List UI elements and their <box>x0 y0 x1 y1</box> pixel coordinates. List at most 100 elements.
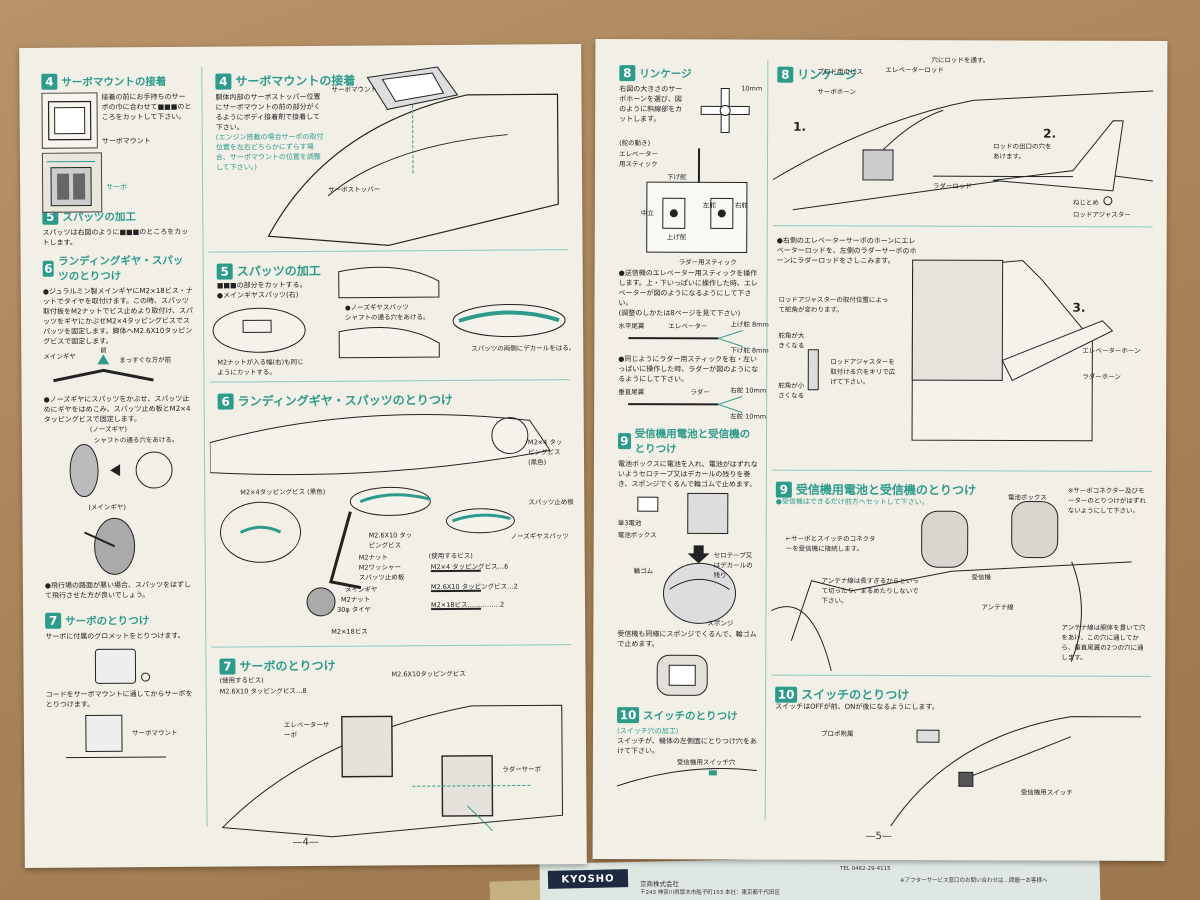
label-servo-horn: サーボホーン <box>817 87 856 96</box>
label-step-1: 1. <box>793 119 807 134</box>
label-tape: セロテープ又はデカールの残り <box>713 551 753 580</box>
label-down: 下げ舵 <box>666 173 687 182</box>
label-rod-hole: 穴にロッドを通す。 <box>931 56 990 65</box>
label-screw: プロド用のビス <box>817 67 863 76</box>
label-servo-stopper: サーボストッパー <box>328 185 381 194</box>
step-title: スイッチのとりつけ <box>643 709 738 723</box>
step-text: スパッツは右図のように■■■のところをカットします。 <box>42 227 189 247</box>
label-servo-mount: サーボマウント <box>331 85 377 94</box>
label-right: 右舵 <box>734 201 748 210</box>
footer-tel: TEL 0462-29-4115 <box>840 866 891 872</box>
label-decal: スパッツの両側にデカールをはる。 <box>471 344 576 353</box>
step-title: ランディングギヤ・スパッツのとりつけ <box>58 254 184 283</box>
label-rod-exit: ロッドの出口の穴をあけます。 <box>993 142 1052 161</box>
label-bigger-throw: 舵角が大きくなる <box>778 331 805 350</box>
screw-list-title: (使用するビス) <box>428 551 473 561</box>
label-left: 左舵 <box>702 201 716 210</box>
kyosho-logo: KYOSHO <box>547 869 629 889</box>
screw-list-1: M2×4 タッピングビス…6 <box>430 562 509 572</box>
label-m2x4-a: M2×4 タッピングビス (黒色) <box>527 438 563 467</box>
page-number: —4— <box>292 836 319 849</box>
label-m26x10: M2.6X10 タッピングビス <box>368 531 413 550</box>
column-divider <box>201 66 208 827</box>
main-gear-wheel-figure: (メインギヤ) <box>44 502 195 581</box>
servo-horn-figure: 右図の大きさのサーボホーンを選び、図のように斜線部をカットします。 10mm <box>619 84 762 138</box>
step-title: サーボマウントの接着 <box>61 75 167 89</box>
receiver-sponge-figure <box>617 649 757 701</box>
label-vertical-stab: 垂直尾翼 <box>618 388 645 397</box>
label-antenna-line: アンテナ線 <box>981 603 1014 612</box>
label-nose-spats: ●ノーズギヤスパッツ <box>344 303 409 312</box>
label-elevator: エレベーター <box>668 322 708 331</box>
label-rudder-stick: ラダー用スティック <box>678 258 737 267</box>
step-text: ●右側のエレベーターサーボのホーンにエレベーターロッドを、左側のラダーサーボのホ… <box>776 236 917 266</box>
step-text: コードをサーボマウントに通してからサーボをとりつけます。 <box>45 689 193 709</box>
transmitter-figure: (舵の動き) エレベーター用スティック 下げ舵 上げ舵 中立 左舵 右舵 ラダー… <box>619 138 759 268</box>
label-nose-gear: (ノーズギヤ) <box>89 425 128 434</box>
label-spats-stopper: スパッツ止め板 <box>528 498 574 507</box>
label-m26x10: M2.6X10タッピングビス <box>391 669 466 679</box>
label-main-gear: メインギヤ <box>43 352 76 361</box>
label-left-mm: 左舵 10mm <box>730 412 767 421</box>
step-number: 6 <box>42 260 55 277</box>
label-step-3: 3. <box>1072 300 1086 315</box>
receiver-install-figure <box>771 501 1132 671</box>
label-down-mm: 下げ舵 8mm <box>730 346 769 355</box>
step-subtitle: (スイッチ穴の加工) <box>617 727 679 736</box>
label-switch-hole: 受信機用スイッチ穴 <box>676 758 736 767</box>
label-smaller-throw: 舵角が小さくなる <box>778 381 805 400</box>
label-connector-note: ※サーボコネクター及びモーターのとりつけがはずれないようにして下さい。 <box>1067 486 1146 515</box>
label-up: 上げ舵 <box>666 233 687 242</box>
footer-address: 〒243 神奈川県厚木市船子町153 本社：東京都千代田区 <box>640 890 780 896</box>
label-center: 中立 <box>640 209 654 218</box>
step-text: (調整のしかたは8ページを見て下さい) <box>618 309 741 318</box>
fuselage-figure <box>267 66 559 247</box>
label-sponge: スポンジ <box>707 619 734 628</box>
label-antenna-warning: アンテナ線は長すぎるからといって切ったり、まるめたりしないで下さい。 <box>821 576 919 605</box>
label-battery: 単3電池 <box>617 519 642 528</box>
step-text: 右図の大きさのサーボホーンを選び、図のように斜線部をカットします。 <box>619 85 683 124</box>
label-rubber-band: 輪ゴム <box>633 567 654 576</box>
battery-pack-figure: 単3電池 電池ボックス 輪ゴム セロテープ又はデカールの残り スポンジ <box>617 489 757 629</box>
label-straight-front: まっすぐな方が前 <box>119 355 172 365</box>
label-receiver-switch: 受信機用スイッチ <box>1020 788 1073 797</box>
servo-install-figure <box>221 704 564 838</box>
step-text: ●送信機のエレベーター用スティックを操作します。上・下いっぱいに操作した時、エレ… <box>618 269 758 308</box>
label-shaft-hole: シャフトの通る穴をあける。 <box>93 435 179 445</box>
label-tire: 30φ タイヤ <box>337 605 372 614</box>
label-shaft-hole: シャフトの通る穴をあける。 <box>345 313 430 322</box>
label-servo-mount: サーボマウント <box>131 728 178 738</box>
label-connect-servo: ←サーボとスイッチのコネクターを受信機に接続します。 <box>785 534 876 553</box>
label-rudder: ラダー <box>690 388 710 397</box>
step-title: サーボのとりつけ <box>65 614 150 628</box>
label-elevator-horn: エレベーターホーン <box>1082 346 1141 355</box>
label-m2-nut-2: M2ナット <box>340 595 371 604</box>
label-m2x18: M2×18ビス <box>331 627 368 636</box>
label-nut-fix: ねじとめ <box>1072 198 1099 207</box>
rudder-deflection-figure: 垂直尾翼 ラダー 右舵 10mm 左舵 10mm <box>618 384 766 420</box>
label-rudder-horn: ラダーホーン <box>1082 372 1121 381</box>
label-nut-cut: M2ナットが入る幅(右)も同じようにカットする。 <box>217 357 304 377</box>
label-main-gear-2: (メインギヤ) <box>88 503 126 512</box>
label-attach-hole: ロッドアジャスターを取付ける穴をキリで広げて下さい。 <box>830 357 896 386</box>
label-up-mm: 上げ舵 8mm <box>730 320 769 329</box>
step-title: リンケージ <box>639 67 692 80</box>
step-text: 受信機も同様にスポンジでくるんで、輪ゴムで止めます。 <box>617 630 757 649</box>
label-m2-washer: M2ワッシャー <box>358 563 402 572</box>
label-rudder-rod: ラダーロッド <box>932 182 972 191</box>
label-battery-box: 電池ボックス <box>617 531 657 540</box>
step-number: 8 <box>619 65 636 82</box>
step-number: 7 <box>45 612 62 629</box>
step-text: ●ジュラルミン製メインギヤにM2×18ビス・ナットでタイヤを取付けます。この時、… <box>42 286 194 346</box>
landing-gear-figure <box>209 414 551 617</box>
servo-cord-figure: サーボマウント <box>46 709 196 766</box>
label-rudder-servo: ラダーサーボ <box>502 765 542 774</box>
